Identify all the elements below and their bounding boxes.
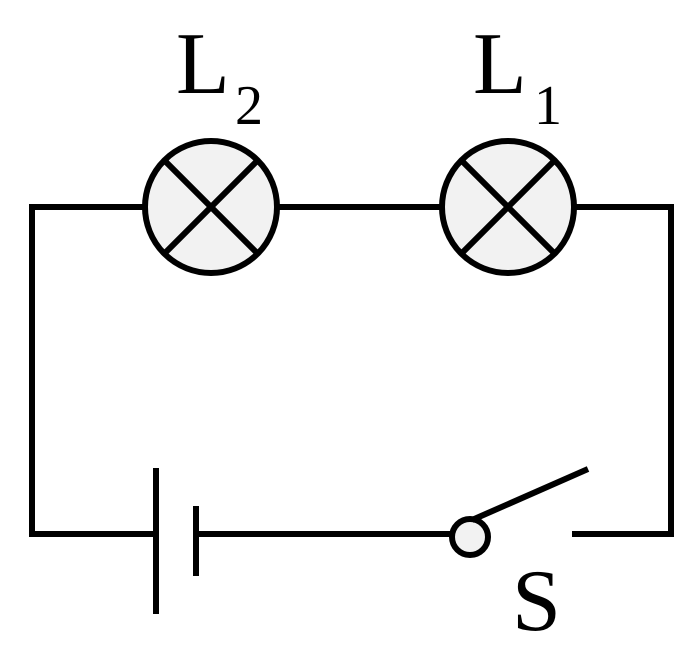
lamp-l1 bbox=[439, 138, 577, 276]
switch-pivot bbox=[449, 516, 491, 558]
label-l2-subscript: 2 bbox=[235, 75, 263, 137]
label-l2: L 2 bbox=[176, 16, 263, 137]
switch-blade bbox=[470, 466, 590, 523]
label-l1-subscript: 1 bbox=[534, 75, 562, 137]
lamp-l2 bbox=[142, 138, 280, 276]
switch-symbol bbox=[449, 466, 590, 558]
lamp-l1-cross-b bbox=[458, 157, 558, 257]
label-switch: S bbox=[512, 553, 561, 650]
battery-symbol bbox=[153, 468, 199, 614]
lamp-l2-cross-b bbox=[161, 157, 261, 257]
label-l2-letter: L bbox=[176, 16, 230, 113]
label-l1: L 1 bbox=[473, 16, 562, 137]
label-l1-letter: L bbox=[473, 16, 527, 113]
